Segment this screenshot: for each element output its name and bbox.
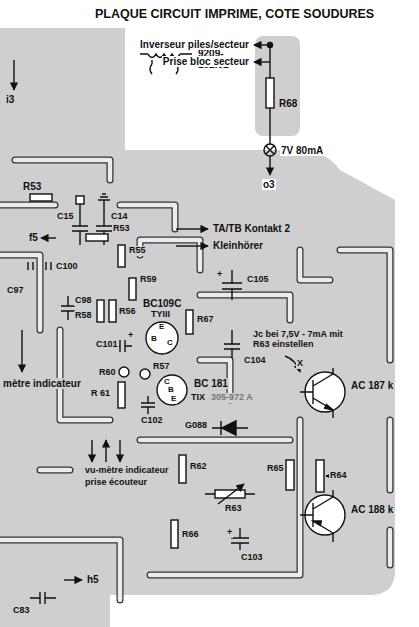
board-number: 305-972 A bbox=[210, 393, 254, 403]
part-label: R53 bbox=[22, 181, 42, 192]
connection-note: mètre indicateur bbox=[2, 378, 82, 389]
pin-letter: B bbox=[167, 386, 175, 395]
part-label: R55 bbox=[128, 246, 147, 256]
board-strip bbox=[255, 36, 300, 136]
polarity-mark: + bbox=[216, 270, 223, 280]
part-label: R56 bbox=[118, 307, 137, 317]
part-label: R66 bbox=[181, 530, 200, 540]
part-label: C14 bbox=[110, 212, 129, 222]
connection-note: prise écouteur bbox=[84, 478, 148, 488]
part-label: C83 bbox=[12, 606, 31, 616]
part-label: C103 bbox=[240, 553, 264, 563]
part-label: R63 bbox=[224, 504, 243, 514]
lamp-rating: 7V 80mA bbox=[280, 145, 324, 156]
connection-note: vu-mètre indicateur bbox=[84, 466, 170, 476]
connection-note: TA/TB Kontakt 2 bbox=[212, 223, 291, 234]
part-label: C104 bbox=[243, 356, 267, 366]
part-label: BC 181 bbox=[193, 378, 229, 389]
connection-note: Prise bloc secteur bbox=[162, 56, 250, 67]
part-label: R60 bbox=[98, 368, 117, 378]
part-label: AC 187 k bbox=[350, 380, 394, 391]
part-label: R 61 bbox=[90, 389, 111, 399]
page-title: PLAQUE CIRCUIT IMPRIME, COTE SOUDURES bbox=[95, 7, 374, 21]
signal-name: f5 bbox=[28, 232, 39, 243]
part-label: R67 bbox=[196, 315, 215, 325]
part-label: C105 bbox=[246, 275, 270, 285]
part-label: C100 bbox=[55, 262, 79, 272]
adjustment-note: Jc bei 7,5V - 7mA mit R63 einstellen bbox=[252, 330, 354, 350]
pin-letter: E bbox=[170, 395, 177, 404]
part-label: C102 bbox=[140, 416, 164, 426]
part-label: C97 bbox=[6, 286, 25, 296]
polarity-mark: + bbox=[226, 528, 233, 538]
connection-note: Kleinhörer bbox=[212, 240, 264, 251]
signal-name: o3 bbox=[262, 179, 276, 190]
board bbox=[0, 28, 395, 627]
signal-name: h5 bbox=[86, 574, 100, 585]
part-label: TIX bbox=[190, 393, 206, 403]
pin-letter: E bbox=[158, 323, 165, 332]
part-label: BC109C bbox=[142, 298, 182, 309]
part-label: R57 bbox=[152, 362, 171, 372]
pin-mark: X bbox=[296, 359, 304, 369]
part-label: C15 bbox=[56, 212, 75, 222]
part-label: C101 bbox=[95, 340, 119, 350]
pin-letter: B bbox=[150, 335, 158, 344]
part-label: TYIII bbox=[150, 310, 171, 320]
polarity-mark: + bbox=[127, 331, 134, 341]
part-label: R62 bbox=[189, 462, 208, 472]
part-label: R64 bbox=[329, 471, 348, 481]
part-label: R59 bbox=[139, 275, 158, 285]
part-label: R58 bbox=[74, 311, 93, 321]
signal-name: i3 bbox=[5, 94, 15, 105]
components bbox=[14, 41, 345, 605]
part-label: AC 188 k bbox=[350, 504, 394, 515]
part-label: C98 bbox=[74, 296, 93, 306]
part-label: G088 bbox=[184, 421, 208, 431]
part-label: R68 bbox=[278, 98, 298, 109]
connection-note: Inverseur piles/secteur bbox=[139, 39, 250, 50]
part-label: R65 bbox=[266, 464, 285, 474]
pin-letter: C bbox=[166, 339, 174, 348]
part-label: R53 bbox=[112, 224, 131, 234]
